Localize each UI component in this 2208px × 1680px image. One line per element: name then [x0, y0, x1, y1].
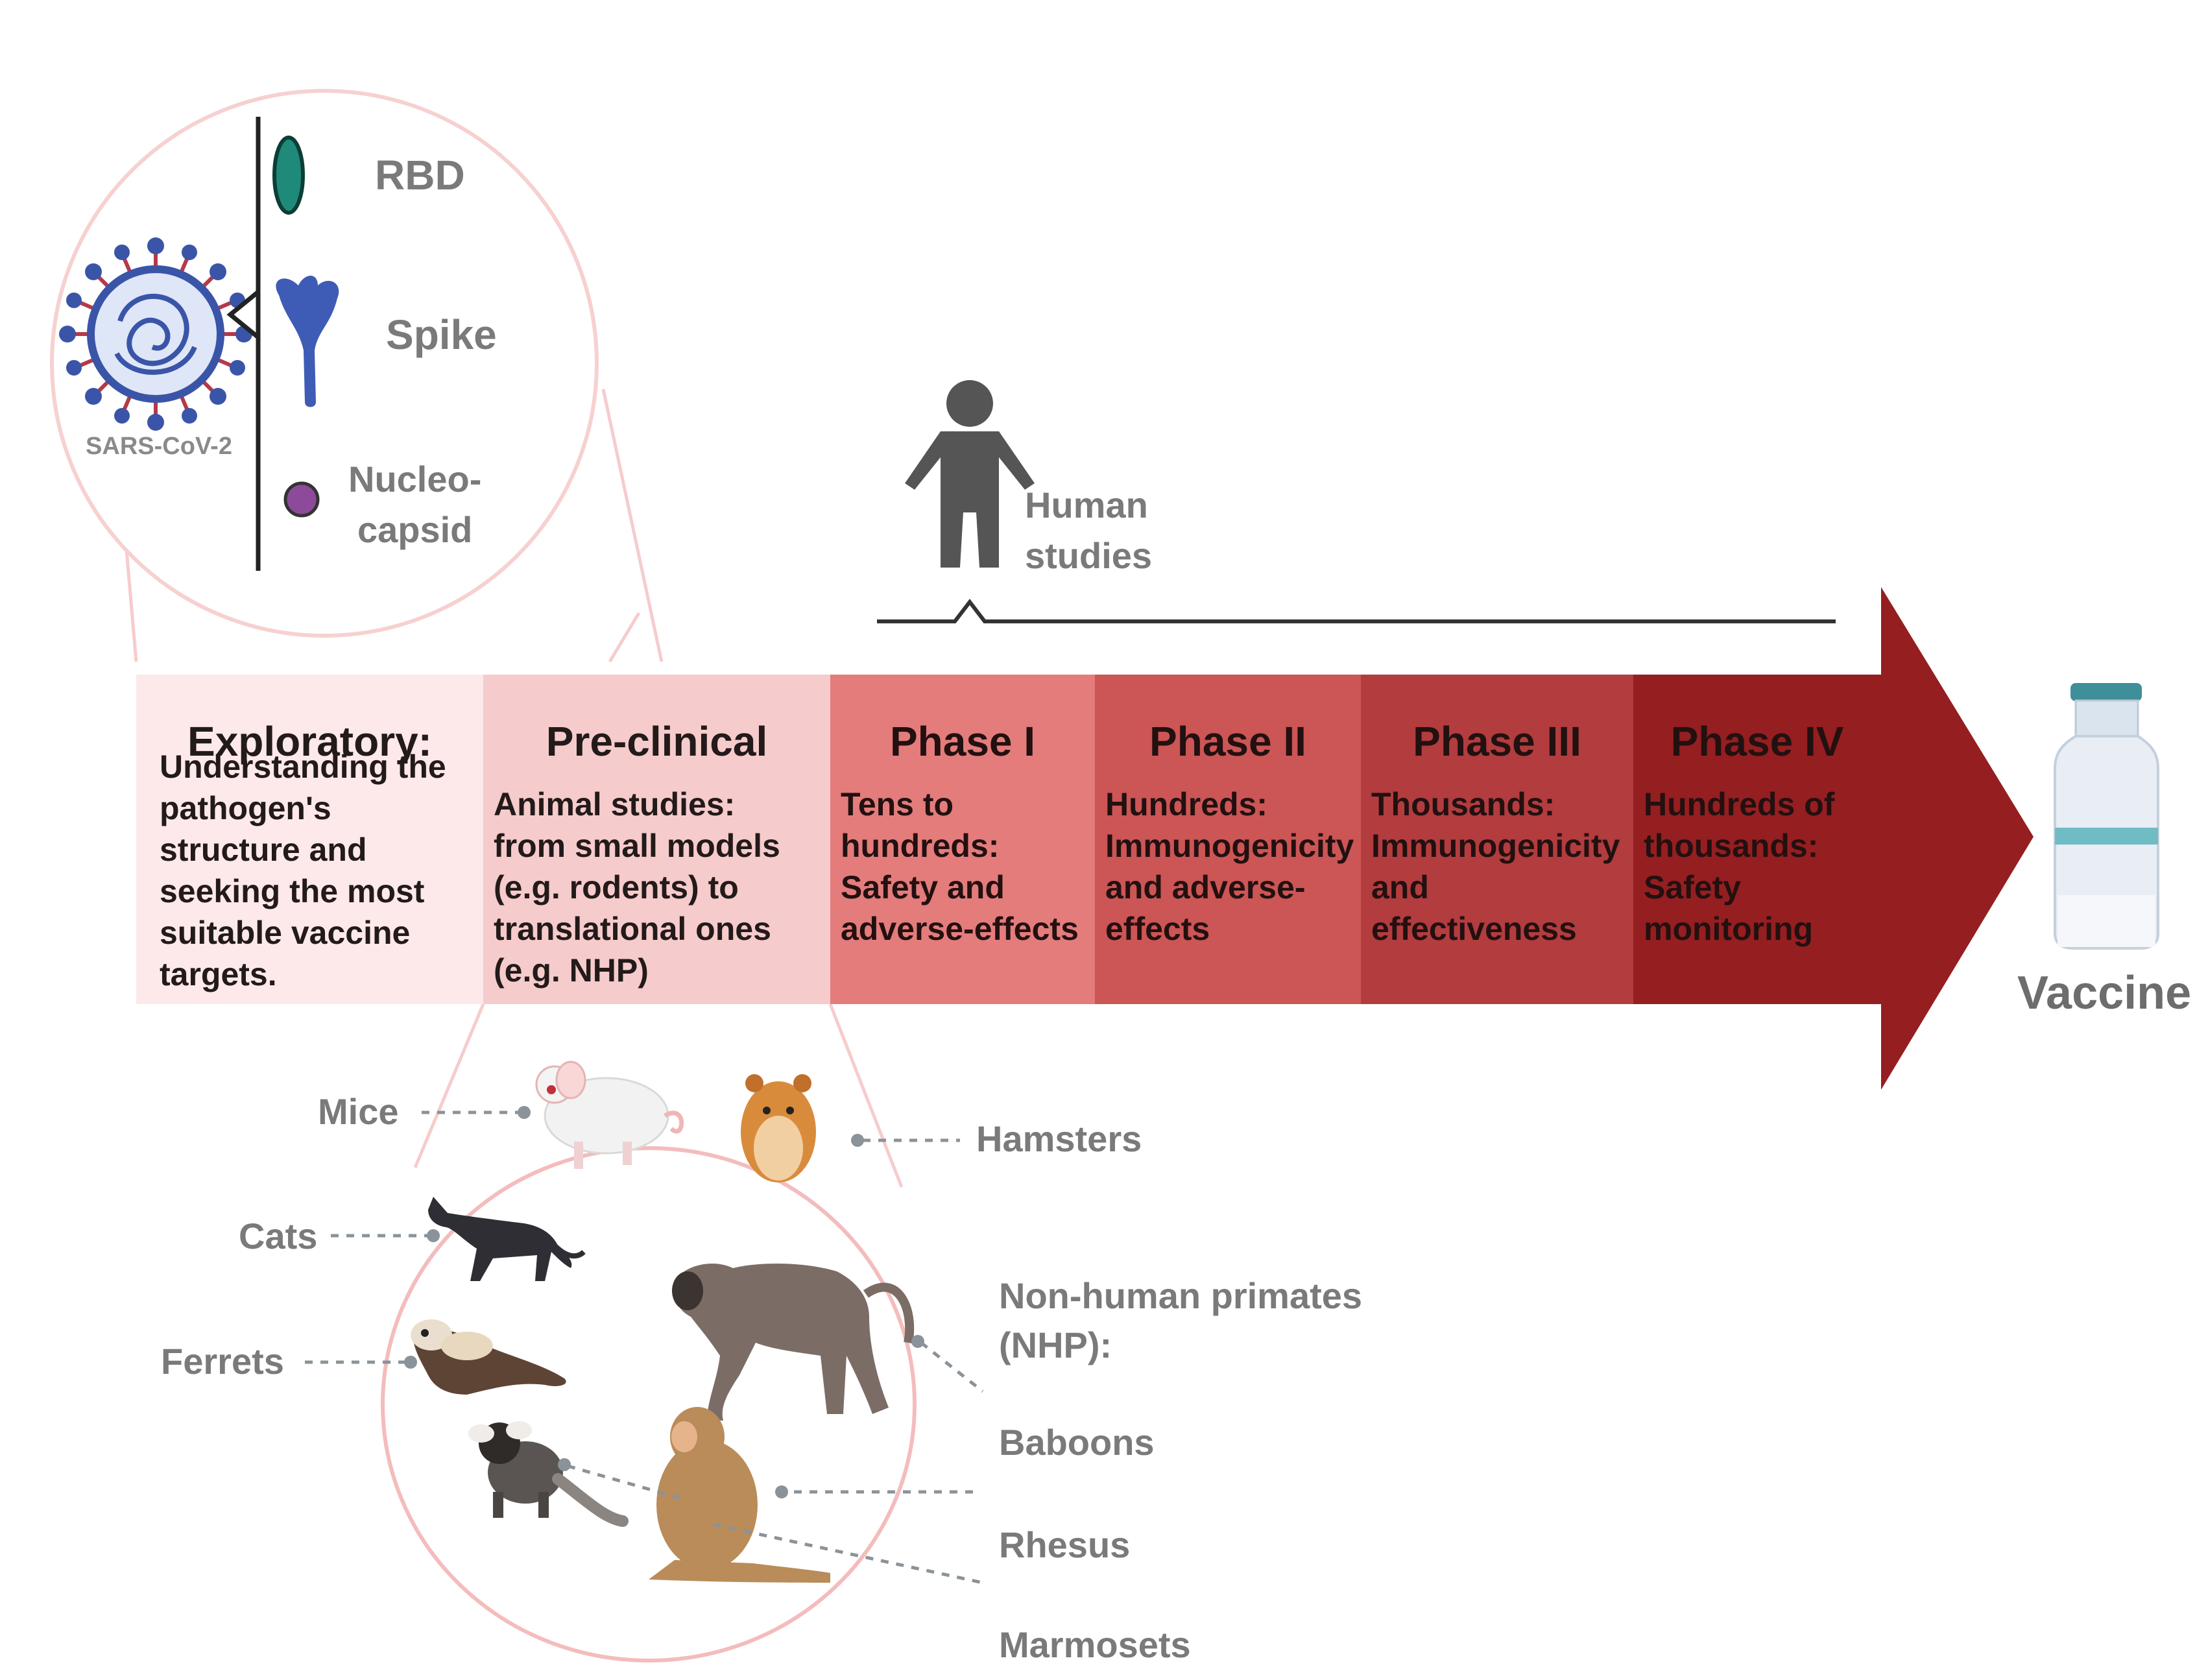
stage-title: Exploratory: — [187, 718, 432, 765]
marmoset-icon — [468, 1421, 629, 1527]
hamster-icon — [741, 1074, 816, 1182]
virus-label: SARS-CoV-2 — [86, 433, 232, 460]
stage-title: Phase IV — [1670, 718, 1844, 765]
cat-icon — [428, 1197, 586, 1281]
rbd-label: RBD — [375, 152, 465, 198]
rbd-icon — [272, 136, 305, 215]
animal-leader-dots — [404, 1106, 924, 1498]
stage-phase-4: Phase IV Hundreds of thousands: Safety m… — [1633, 675, 1881, 1004]
mice-label: Mice — [318, 1091, 399, 1132]
spike-label: Spike — [386, 311, 497, 358]
nucleocapsid-icon — [283, 481, 320, 518]
stage-title: Phase I — [889, 718, 1036, 765]
stage-description: Understanding the pathogen's structure a… — [160, 749, 446, 993]
nhp-label: Non-human primates (NHP): — [999, 1275, 1363, 1365]
stage-description: Hundreds of thousands: Safety monitoring — [1644, 786, 1835, 948]
animals-zoom-group — [305, 1003, 984, 1662]
spike-icon — [276, 276, 339, 407]
vaccine-vial-icon — [2054, 683, 2159, 950]
vaccine-label: Vaccine — [2017, 967, 2192, 1019]
ferrets-label: Ferrets — [161, 1341, 284, 1382]
stage-title: Phase II — [1149, 718, 1306, 765]
stage-exploratory: Exploratory: Understanding the pathogen'… — [136, 675, 483, 1004]
stage-phase-1: Phase I Tens to hundreds: Safety and adv… — [830, 675, 1095, 1004]
stage-description: Tens to hundreds: Safety and adverse-eff… — [841, 786, 1079, 948]
animals-zoom-connector — [413, 1003, 904, 1188]
ferret-icon — [411, 1319, 566, 1395]
virus-zoom-circle — [50, 89, 599, 638]
hamsters-label: Hamsters — [976, 1118, 1142, 1159]
stage-description: Hundreds: Immunogenicity and adverse- ef… — [1105, 786, 1354, 948]
mouse-icon — [535, 1061, 684, 1169]
stage-phase-2: Phase II Hundreds: Immunogenicity and ad… — [1095, 675, 1361, 1004]
rhesus-icon — [649, 1407, 830, 1583]
nucleocapsid-label: Nucleo- capsid — [348, 459, 482, 551]
stage-description: Thousands: Immunogenicity and effectiven… — [1371, 786, 1620, 948]
virus-bracket — [226, 117, 261, 571]
baboon-icon — [672, 1263, 915, 1421]
stage-title: Phase III — [1413, 718, 1581, 765]
human-icon — [905, 380, 1035, 568]
stage-preclinical: Pre-clinical Animal studies: from small … — [483, 675, 830, 1004]
rhesus-label: Rhesus — [999, 1524, 1131, 1565]
animals-zoom-circle — [381, 1146, 917, 1662]
human-studies-label: Human studies — [1025, 485, 1153, 577]
virus-zoom-group: SARS-CoV-2 — [50, 89, 664, 663]
baboons-label: Baboons — [999, 1422, 1155, 1463]
animal-leader-lines — [305, 1110, 984, 1585]
stage-description: Animal studies: from small models (e.g. … — [494, 786, 780, 989]
virus-icon — [59, 237, 252, 431]
stage-phase-3: Phase III Thousands: Immunogenicity and … — [1361, 675, 1633, 1004]
cats-label: Cats — [239, 1216, 318, 1256]
human-studies-bracket — [877, 599, 1836, 623]
marmosets-label: Marmosets — [999, 1624, 1191, 1665]
human-studies-group — [877, 380, 1836, 623]
stage-title: Pre-clinical — [546, 718, 768, 765]
pipeline-arrow-head — [1855, 587, 2034, 1090]
